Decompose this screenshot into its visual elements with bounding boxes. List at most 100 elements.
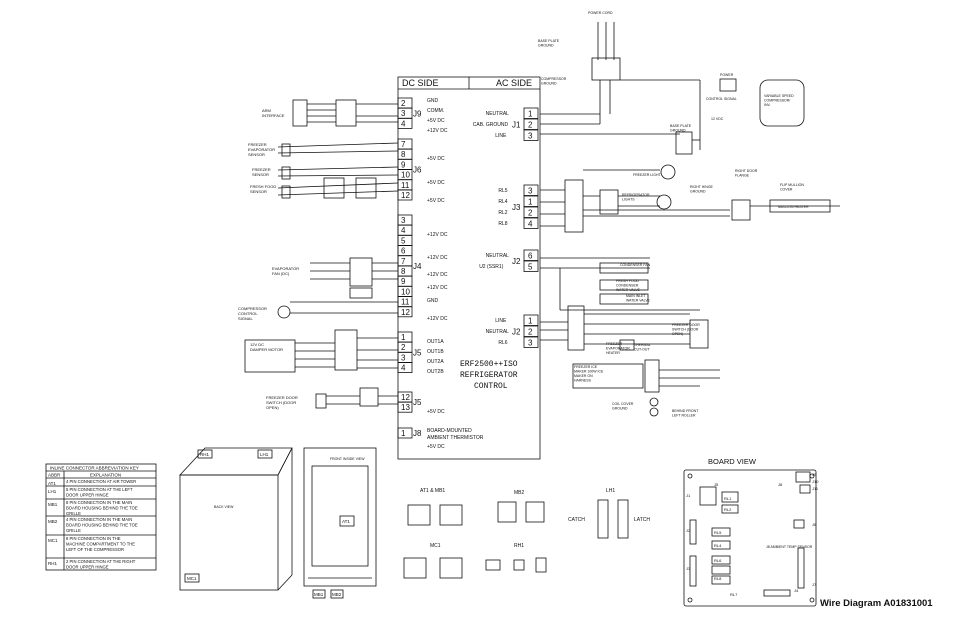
connector-label: +5V DC <box>427 118 445 124</box>
right-component-label: HARNESS <box>574 379 592 383</box>
right-component-label: FRESH FOOD <box>616 279 639 283</box>
key-explanation: 4 PIN CONNECTION IN THE MAIN <box>66 517 132 522</box>
right-component-label: MAIN INLET <box>626 294 647 298</box>
connector-label: RL6 <box>498 340 507 346</box>
right-component-label: COMPRESSOR <box>541 77 567 81</box>
dc-labels: J9GNDCOMM.+5V DC+12V DCJ6+5V DC+5V DC+5V… <box>413 98 484 450</box>
right-component-label: RIGHT HINGE <box>690 185 714 189</box>
key-explanation: GRILLE <box>66 528 81 533</box>
pin-number: 12 <box>401 308 410 317</box>
key-abbr: RH1 <box>48 561 57 566</box>
board-connector-label: J10 <box>812 479 819 484</box>
left-component-label: DAMPER MOTOR <box>250 347 283 352</box>
left-component-label: OPEN) <box>266 405 279 410</box>
left-component-label: SENSOR <box>250 189 267 194</box>
right-component-label: POWER <box>720 73 734 77</box>
pin-number: 13 <box>401 403 410 412</box>
lh1-catch: CATCH <box>568 517 585 523</box>
right-component-label: 12 VDC <box>711 117 724 121</box>
left-component-label: SENSOR <box>252 172 269 177</box>
connector-label: +12V DC <box>427 128 448 134</box>
pin-number: 2 <box>401 343 406 352</box>
connector-view-rh1: RH1 <box>514 543 524 549</box>
connector-label: GND <box>427 298 439 304</box>
pin-number: 1 <box>528 110 533 119</box>
right-component-label: FREEZER DOOR <box>672 323 700 327</box>
right-component-label: OPEN) <box>672 332 683 336</box>
tag-at1: AT1 <box>342 519 350 524</box>
key-abbr: AT1 <box>48 481 56 486</box>
pin-number: 3 <box>401 109 406 118</box>
front-view-label: FRONT INSIDE VIEW <box>330 457 365 461</box>
pin-number: 3 <box>401 216 406 225</box>
board-view-title: BOARD VIEW <box>708 457 757 466</box>
connector-label: NEUTRAL <box>486 253 510 259</box>
tag-rh1: RH1 <box>200 452 209 457</box>
pin-number: 12 <box>401 191 410 200</box>
right-component-label: GROUND <box>670 129 686 133</box>
right-component-label: MAKER ON <box>574 374 593 378</box>
connector-label: +12V DC <box>427 285 448 291</box>
power-cord-plug <box>592 58 620 80</box>
connector-label: U2 (SSR1) <box>479 264 504 270</box>
pin-number: 4 <box>401 364 406 373</box>
back-view-label: BACK VIEW <box>214 505 234 509</box>
connector-id-j2b: J2 <box>512 328 521 337</box>
connector-id-j8: J8 <box>413 429 422 438</box>
key-abbr: MC1 <box>48 538 58 543</box>
connector-label: +12V DC <box>427 255 448 261</box>
connector-id-j2: J2 <box>512 257 521 266</box>
pin-number: 10 <box>401 287 410 296</box>
board-connector-label: J11 <box>812 486 819 491</box>
right-component-label: COVER <box>780 188 793 192</box>
left-component-label: SENSOR <box>248 152 265 157</box>
pin-number: 6 <box>528 252 533 261</box>
board-connector-label: J1 <box>686 493 691 498</box>
right-component-label: CONTROL SIGNAL <box>706 97 737 101</box>
right-component-label: FLIP MULLION <box>780 183 804 187</box>
ac-wires <box>540 22 840 416</box>
connector-id-j6: J6 <box>413 166 422 175</box>
board-labels: RL1RL2RL5RL4RL6RL8RL7J1J2J3J4J5J6J7J8J9J… <box>686 472 819 597</box>
control-name-1: ERF2500++ISO <box>460 360 518 369</box>
diagram-title: Wire Diagram A01831001 <box>820 598 933 609</box>
connector-label: GND <box>427 98 439 104</box>
connector-label: +5V DC <box>427 198 445 204</box>
right-component-label: CONDENSER <box>616 284 639 288</box>
pin-number: 2 <box>401 99 406 108</box>
tag-mc1: MC1 <box>187 576 197 581</box>
pin-number: 11 <box>401 298 410 307</box>
right-component-label: EVAPORATOR <box>606 347 630 351</box>
key-explanation: 5 PIN CONNECTION AT THE LEFT <box>66 487 133 492</box>
key-explanation: 2 PIN CONNECTION AT THE RIGHT <box>66 559 136 564</box>
connector-view-lh1: LH1 <box>606 488 615 494</box>
right-component-label: LEFT ROLLER <box>672 414 696 418</box>
key-explanation: 8 PIN CONNECTION IN THE <box>66 536 121 541</box>
pin-number: 1 <box>401 429 406 438</box>
connector-label: RL5 <box>498 188 507 194</box>
connector-view-at1-mb1: AT1 & MB1 <box>420 488 445 494</box>
pin-number: 3 <box>528 187 533 196</box>
pin-number: 1 <box>401 333 406 342</box>
tag-mb2: MB2 <box>332 592 342 597</box>
right-component-label: RIGHT DOOR <box>735 169 758 173</box>
connector-id-j3: J3 <box>512 203 521 212</box>
pin-number: 9 <box>401 160 406 169</box>
right-component-label: POWER CORD <box>588 11 613 15</box>
right-component-labels: POWER CORDBASE PLATEGROUNDCOMPRESSORGROU… <box>538 11 809 418</box>
left-component-label: FAN (DC) <box>272 271 290 276</box>
connector-label: +12V DC <box>427 232 448 238</box>
left-component-label: INTERFACE <box>262 113 285 118</box>
pin-number: 7 <box>401 140 406 149</box>
key-header-expl: EXPLANATION <box>90 473 121 478</box>
front-view <box>304 448 376 598</box>
connector-label: RL8 <box>498 221 507 227</box>
connector-id-j5: J5 <box>413 348 422 357</box>
pin-number: 2 <box>528 328 533 337</box>
board-relay-label: RL1 <box>724 496 732 501</box>
pin-number: 8 <box>401 150 406 159</box>
board-connector-label: J6 <box>778 482 783 487</box>
key-explanation: GRILLE <box>66 511 81 516</box>
right-component-label: GROUND <box>690 190 706 194</box>
